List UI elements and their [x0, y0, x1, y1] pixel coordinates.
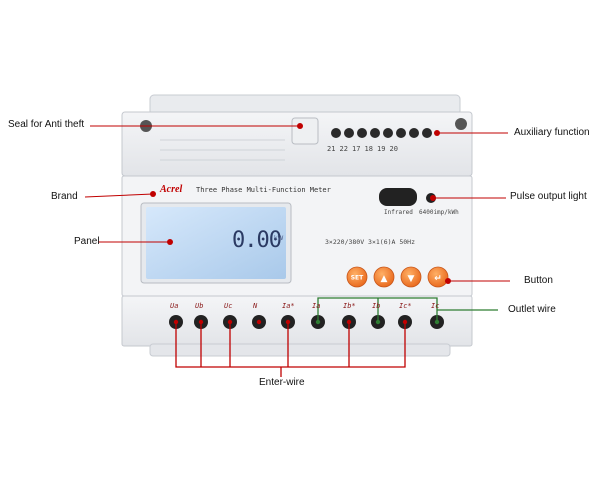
aux-terminal-label: 19	[377, 145, 386, 153]
aux-terminal-label: 17	[352, 145, 361, 153]
callout-panel: Panel	[74, 236, 100, 247]
aux-terminal-hole	[357, 128, 367, 138]
aux-terminal-hole	[344, 128, 354, 138]
callout-outlet: Outlet wire	[508, 304, 556, 315]
callout-dots	[150, 123, 451, 284]
callout-enter: Enter-wire	[259, 377, 305, 388]
brand-logo: Acrel	[160, 184, 183, 195]
bottom-terminal-label: Ua	[170, 302, 179, 310]
aux-terminal-hole	[331, 128, 341, 138]
enter-wire-lines	[175, 320, 406, 377]
aux-terminal-label: 22	[339, 145, 348, 153]
bottom-terminal-label: Ib	[372, 302, 381, 310]
infrared-label: Infrared	[384, 209, 413, 216]
aux-terminal-row	[331, 128, 432, 138]
bottom-terminal	[252, 315, 266, 329]
model-title: Three Phase Multi-Function Meter	[196, 186, 331, 194]
meter-button-SET[interactable]: SET	[346, 266, 368, 288]
outlet-wire-lines	[317, 297, 498, 320]
seal-tab	[291, 117, 319, 145]
pulse-rate: 6400imp/kWh	[419, 209, 459, 216]
bottom-terminal-label: N	[253, 302, 258, 310]
aux-terminal-hole	[383, 128, 393, 138]
callout-seal: Seal for Anti theft	[8, 119, 85, 130]
lcd-unit: kW	[274, 235, 284, 242]
aux-terminal-label: 20	[389, 145, 398, 153]
aux-terminal-hole	[422, 128, 432, 138]
meter-button-down[interactable]: ▼	[400, 266, 422, 288]
aux-terminal-label: 21	[327, 145, 336, 153]
bottom-terminal-label: Ib*	[343, 302, 356, 310]
bottom-terminal-label: Ia	[312, 302, 321, 310]
bottom-terminal	[371, 315, 385, 329]
bottom-terminal-label: Ic*	[399, 302, 412, 310]
lcd-value: 0.00	[232, 228, 282, 253]
svg-text:↵: ↵	[434, 274, 442, 284]
infrared-window	[379, 188, 417, 206]
bottom-terminal-label: Ic	[431, 302, 440, 310]
bottom-terminal	[430, 315, 444, 329]
bottom-terminal-label: Ub	[195, 302, 204, 310]
rating-text: 3×220/380V 3×1(6)A 50Hz	[325, 238, 416, 246]
bottom-terminal-label: Ia*	[282, 302, 295, 310]
bottom-clip	[149, 343, 451, 357]
svg-text:▼: ▼	[408, 274, 415, 284]
callout-auxiliary: Auxiliary function	[514, 127, 590, 138]
button-group: SET ▲ ▼ ↵	[346, 266, 449, 288]
screw-right	[455, 118, 467, 130]
aux-terminal-label: 18	[364, 145, 373, 153]
svg-text:▲: ▲	[381, 274, 388, 284]
aux-terminal-hole	[409, 128, 419, 138]
callout-brand: Brand	[51, 191, 78, 202]
callout-leaders	[84, 125, 510, 282]
callout-button: Button	[524, 275, 553, 286]
aux-terminal-hole	[370, 128, 380, 138]
bottom-terminal-label: Uc	[224, 302, 233, 310]
svg-text:SET: SET	[351, 275, 364, 282]
bottom-terminal	[311, 315, 325, 329]
meter-button-up[interactable]: ▲	[373, 266, 395, 288]
aux-terminal-hole	[396, 128, 406, 138]
meter-button-enter[interactable]: ↵	[427, 266, 449, 288]
callout-pulse: Pulse output light	[510, 191, 587, 202]
lcd-panel	[146, 207, 286, 279]
